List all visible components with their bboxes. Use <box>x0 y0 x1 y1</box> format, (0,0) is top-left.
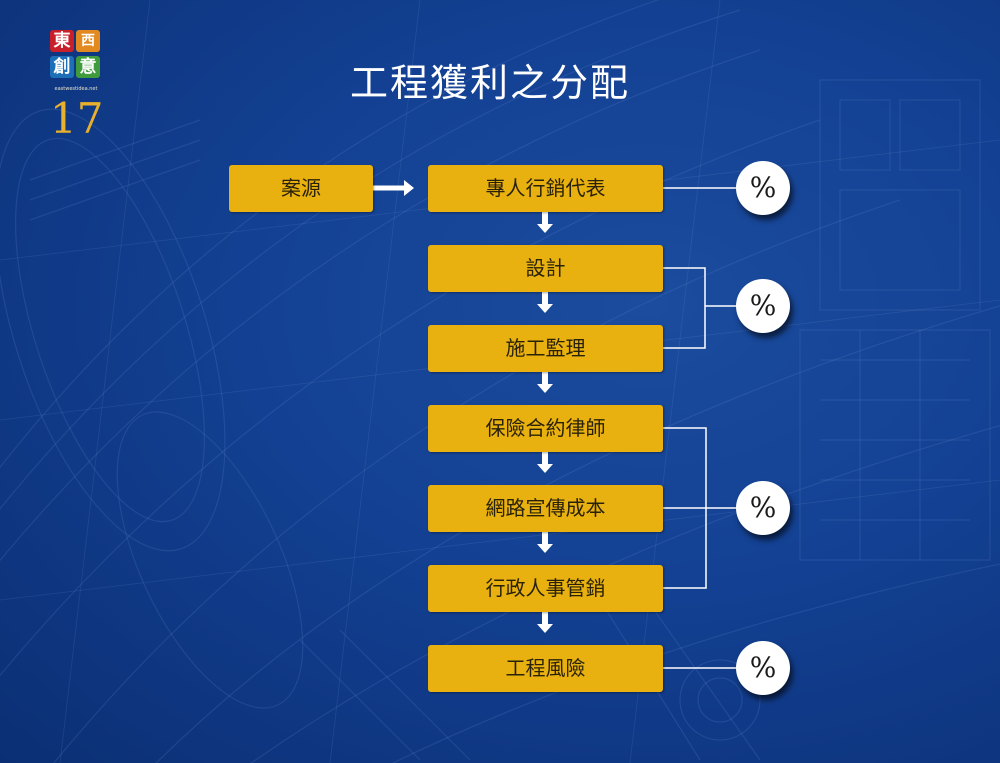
percent-connector-lines <box>663 187 736 669</box>
flow-arrows <box>373 180 553 633</box>
logo-char-tile: 意 <box>76 56 100 78</box>
arrow-down <box>537 452 553 473</box>
logo-url: eastwestidea.net <box>54 86 98 92</box>
logo-char-tile: 東 <box>50 30 74 52</box>
percent-badge-sales: % <box>736 161 790 215</box>
node-sales-rep: 專人行銷代表 <box>428 165 663 212</box>
node-construction-risk: 工程風險 <box>428 645 663 692</box>
page-title: 工程獲利之分配 <box>350 61 631 105</box>
arrow-down <box>537 372 553 393</box>
arrow-down <box>537 212 553 233</box>
logo-char-tile: 創 <box>50 56 74 78</box>
page-number: 17 <box>50 94 104 143</box>
arrow-down <box>537 292 553 313</box>
node-web-cost: 網路宣傳成本 <box>428 485 663 532</box>
arrow-down <box>537 532 553 553</box>
node-insurance-lawyer: 保險合約律師 <box>428 405 663 452</box>
node-source: 案源 <box>229 165 373 212</box>
logo-char-tile: 西 <box>76 30 100 52</box>
percent-badge-risk: % <box>736 641 790 695</box>
percent-badge-overhead: % <box>736 481 790 535</box>
node-design: 設計 <box>428 245 663 292</box>
arrow-down <box>537 612 553 633</box>
node-supervision: 施工監理 <box>428 325 663 372</box>
percent-badge-design-supervision: % <box>736 279 790 333</box>
arrowhead <box>404 180 414 196</box>
node-admin-cost: 行政人事管銷 <box>428 565 663 612</box>
